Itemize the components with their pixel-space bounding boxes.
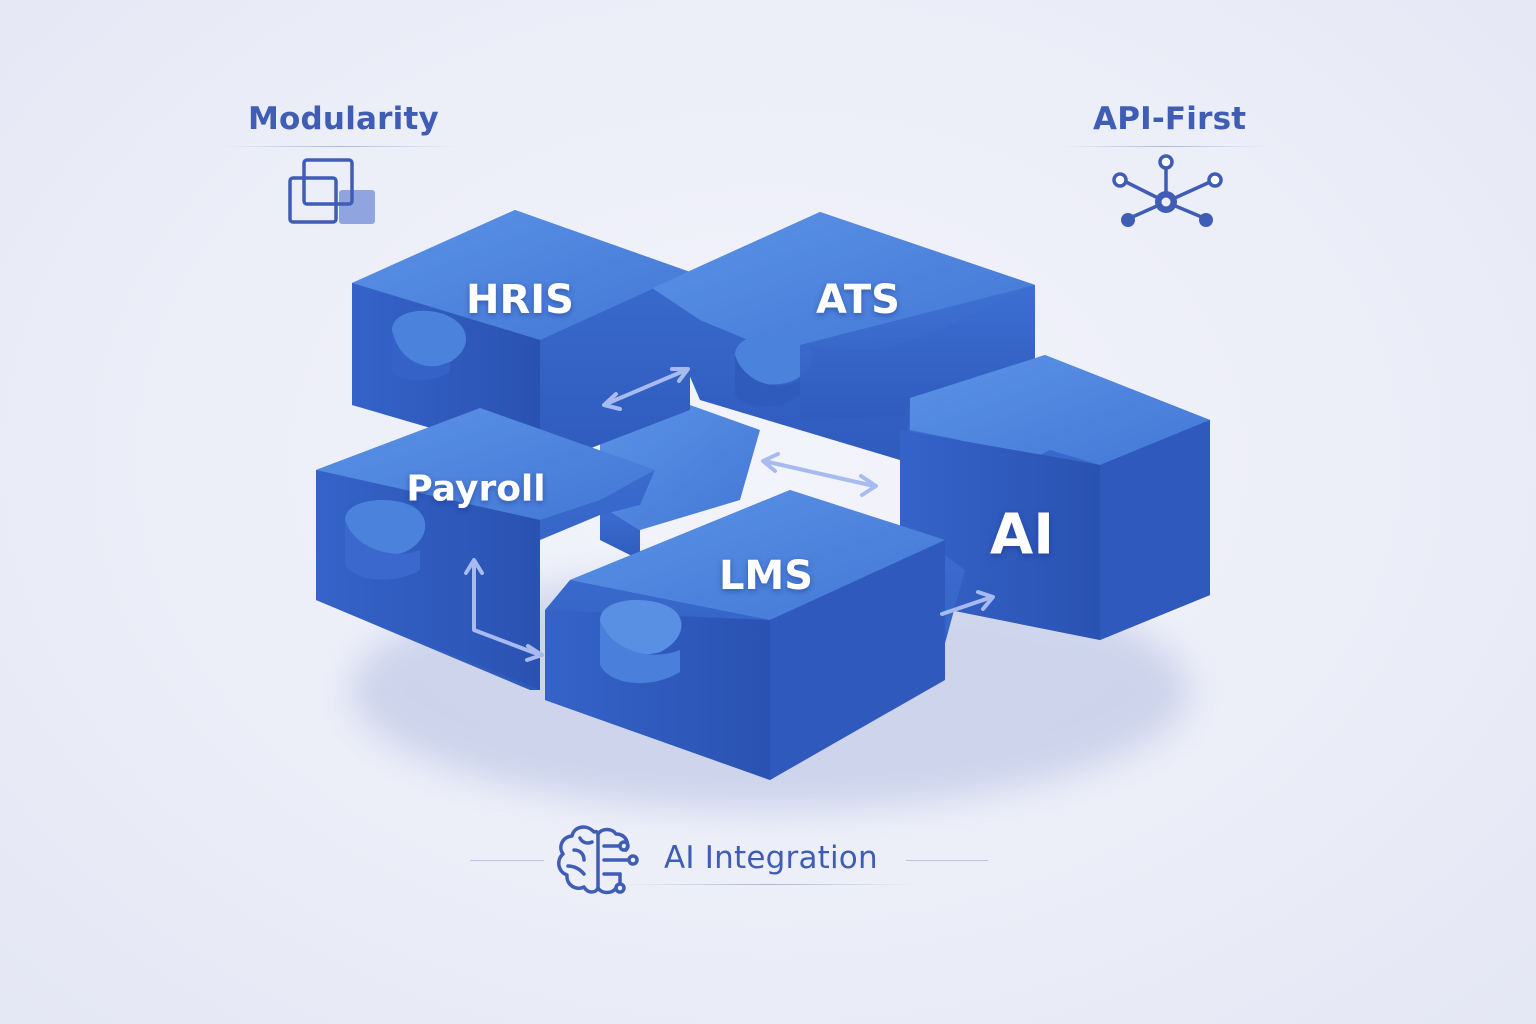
- network-hub-icon: [1112, 154, 1223, 227]
- ai-integration-right-divider: [906, 860, 988, 861]
- arrow-right-icon: [940, 590, 995, 616]
- ai-label: AI: [989, 502, 1055, 568]
- ai-integration-left-divider: [470, 860, 544, 861]
- ats-label: ATS: [816, 277, 900, 323]
- overlapping-squares-icon: [288, 158, 375, 224]
- brain-circuit-icon: [557, 825, 639, 895]
- lms-label: LMS: [718, 553, 814, 599]
- api-first-divider: [1062, 146, 1268, 147]
- modularity-label: Modularity: [248, 101, 439, 137]
- ai-integration-label: AI Integration: [664, 840, 878, 876]
- double-arrow-icon: [761, 452, 878, 497]
- lms-piece: [545, 490, 965, 780]
- payroll-label: Payroll: [406, 468, 546, 510]
- double-arrow-icon: [602, 367, 690, 411]
- api-first-label: API-First: [1093, 101, 1247, 137]
- elbow-arrow-icon: [464, 558, 544, 662]
- modularity-divider: [222, 146, 458, 147]
- ai-integration-underline: [620, 884, 916, 885]
- hris-piece: [352, 210, 690, 460]
- hris-label: HRIS: [466, 277, 574, 323]
